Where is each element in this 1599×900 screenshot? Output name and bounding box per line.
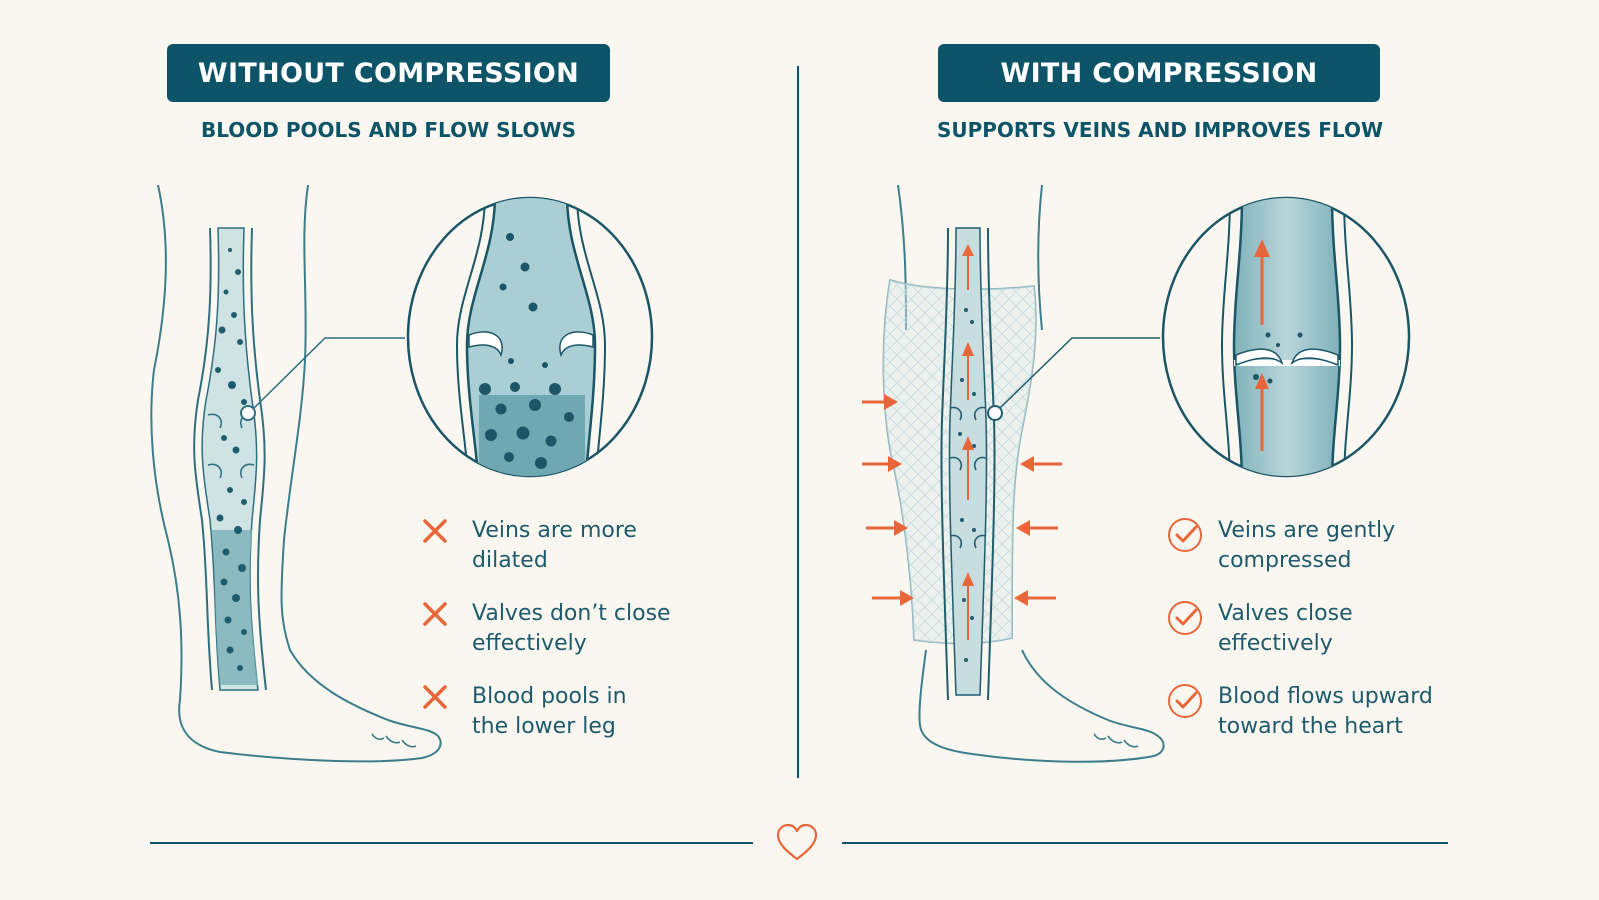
list-item-text: Valves close effectively bbox=[1218, 599, 1458, 659]
list-item-line: Blood pools in bbox=[472, 682, 712, 712]
list-item: Valves don’t close effectively bbox=[420, 599, 712, 682]
list-item-text: Blood pools in the lower leg bbox=[472, 682, 712, 742]
list-item-line: the lower leg bbox=[472, 712, 712, 742]
list-item-text: Blood flows upward toward the heart bbox=[1218, 682, 1458, 742]
list-item: Veins are gently compressed bbox=[1166, 516, 1458, 599]
left-vein-magnifier bbox=[405, 195, 655, 480]
list-item-line: effectively bbox=[1218, 629, 1458, 659]
check-circle-icon bbox=[1166, 599, 1218, 637]
without-compression-effects: Veins are more dilated Valves don’t clos… bbox=[420, 516, 712, 765]
list-item-line: Veins are more bbox=[472, 516, 712, 546]
list-item-line: dilated bbox=[472, 546, 712, 576]
without-compression-title: WITHOUT COMPRESSION bbox=[167, 44, 610, 102]
list-item: Blood pools in the lower leg bbox=[420, 682, 712, 765]
with-compression-title: WITH COMPRESSION bbox=[938, 44, 1380, 102]
footer-divider-right bbox=[842, 842, 1448, 844]
list-item-line: Valves close bbox=[1218, 599, 1458, 629]
list-item: Blood flows upward toward the heart bbox=[1166, 682, 1458, 765]
cross-icon bbox=[420, 682, 472, 712]
list-item-text: Valves don’t close effectively bbox=[472, 599, 712, 659]
check-circle-icon bbox=[1166, 682, 1218, 720]
leg-with-compression-illustration bbox=[862, 180, 1182, 770]
center-divider bbox=[797, 66, 799, 778]
with-compression-subtitle: SUPPORTS VEINS AND IMPROVES FLOW bbox=[920, 116, 1400, 144]
heart-icon bbox=[775, 822, 819, 862]
list-item-line: Blood flows upward bbox=[1218, 682, 1458, 712]
list-item-line: toward the heart bbox=[1218, 712, 1458, 742]
check-circle-icon bbox=[1166, 516, 1218, 554]
list-item-line: compressed bbox=[1218, 546, 1458, 576]
list-item: Veins are more dilated bbox=[420, 516, 712, 599]
footer-divider-left bbox=[150, 842, 753, 844]
without-compression-subtitle: BLOOD POOLS AND FLOW SLOWS bbox=[150, 116, 627, 144]
list-item-line: Veins are gently bbox=[1218, 516, 1458, 546]
with-compression-effects: Veins are gently compressed Valves close… bbox=[1166, 516, 1458, 765]
list-item-text: Veins are more dilated bbox=[472, 516, 712, 576]
cross-icon bbox=[420, 599, 472, 629]
list-item-line: Valves don’t close bbox=[472, 599, 712, 629]
list-item-text: Veins are gently compressed bbox=[1218, 516, 1458, 576]
list-item: Valves close effectively bbox=[1166, 599, 1458, 682]
right-vein-magnifier bbox=[1160, 195, 1412, 480]
list-item-line: effectively bbox=[472, 629, 712, 659]
cross-icon bbox=[420, 516, 472, 546]
